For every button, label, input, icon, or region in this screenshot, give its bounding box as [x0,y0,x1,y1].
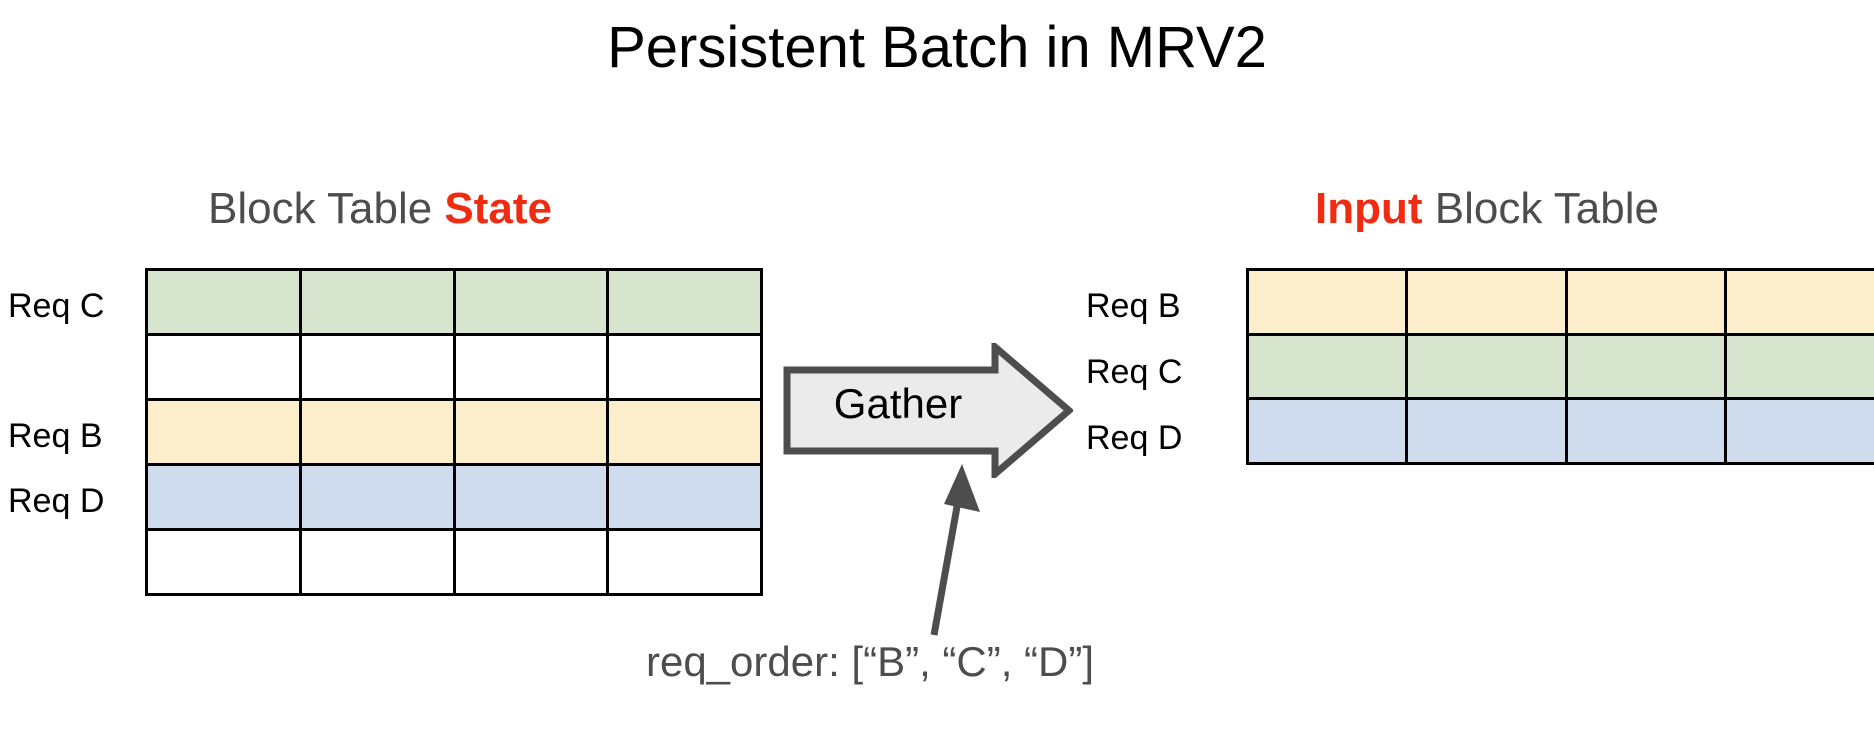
table-cell [301,271,453,333]
page-title: Persistent Batch in MRV2 [607,15,1267,80]
state-row-label-req-b: Req B [8,417,103,455]
table-cell [301,466,453,528]
table-cell [1567,400,1724,462]
table-cell [148,531,299,593]
table-cell [1726,335,1874,398]
table-cell [1567,335,1724,398]
table-cell [609,466,760,528]
table-cell [148,336,299,398]
input-row-label-req-b: Req B [1086,287,1181,325]
table-cell [1726,400,1874,462]
table-cell [148,401,299,463]
table-cell [1408,335,1565,398]
table-cell [1249,271,1406,333]
table-cell [148,271,299,333]
state-row-label-req-d: Req D [8,482,105,520]
left-heading-prefix: Block Table [207,184,445,233]
table-cell [609,336,760,398]
table-cell [609,531,760,593]
left-heading-accent: State [444,184,553,233]
table-cell [455,531,607,593]
right-heading-accent: Input [1315,184,1423,233]
gather-label: Gather [833,380,963,427]
table-cell [301,531,453,593]
table-cell [609,271,760,333]
state-row-label-req-c: Req C [8,287,105,325]
gather-arrow-icon [783,343,1073,478]
req-order-pointer-arrow-icon [900,450,1020,640]
table-cell [455,336,607,398]
table-cell [1567,271,1724,333]
table-cell [148,466,299,528]
block-table-state-grid [145,268,763,596]
table-cell [1249,400,1406,462]
table-cell [1408,400,1565,462]
req-order-annotation: req_order: [“B”, “C”, “D”] [645,638,1095,685]
input-block-table-grid [1246,268,1874,465]
table-cell [301,401,453,463]
table-cell [301,336,453,398]
right-heading-suffix: Block Table [1422,184,1659,233]
table-cell [609,401,760,463]
input-row-label-req-d: Req D [1086,419,1183,457]
table-cell [1249,335,1406,398]
table-cell [1726,271,1874,333]
table-cell [1408,271,1565,333]
table-cell [455,401,607,463]
left-panel-heading: Block Table State [0,184,760,234]
table-cell [455,466,607,528]
table-cell [455,271,607,333]
right-panel-heading: Input Block Table [1100,184,1874,234]
input-row-label-req-c: Req C [1086,353,1183,391]
